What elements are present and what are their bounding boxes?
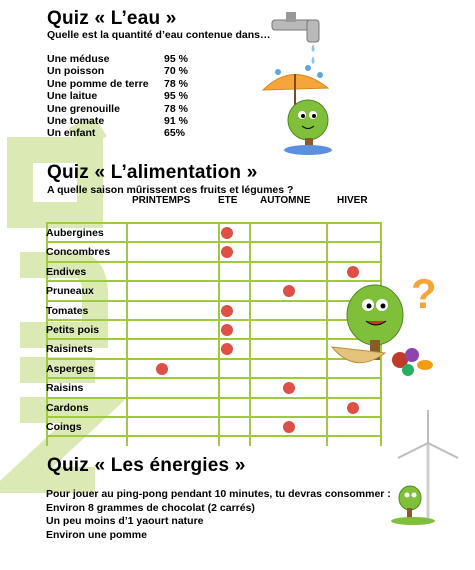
season-answer-dot [283, 382, 295, 395]
faucet-icon [271, 12, 320, 64]
water-item: Une méduse 95 % [47, 53, 204, 65]
season-answer-dot [221, 304, 233, 317]
food-quiz-subtitle: A quelle saison mûrissent ces fruits et … [47, 184, 294, 196]
table-row-label: Raisins [46, 382, 84, 395]
energy-intro: Pour jouer au ping-pong pendant 10 minut… [46, 488, 391, 500]
table-row-label: Concombres [46, 246, 111, 259]
water-item-percent: 78 % [164, 77, 188, 90]
energy-option-2: Un peu moins d’1 yaourt nature [46, 515, 204, 528]
water-item-name: Une méduse [47, 53, 110, 65]
header-hiver: HIVER [337, 195, 368, 206]
tree-basket-mascot [330, 284, 433, 376]
season-answer-dot [221, 343, 233, 356]
water-quiz-subtitle: Quelle est la quantité d’eau contenue da… [47, 29, 271, 41]
water-item: Un poisson 70 % [47, 65, 204, 77]
table-row-divider [46, 338, 381, 341]
table-row-divider [46, 260, 381, 263]
water-item-percent: 95 % [164, 53, 188, 65]
water-item-name: Un enfant [47, 127, 96, 140]
table-row-label: Cardons [46, 401, 89, 414]
table-row-label: Asperges [46, 362, 94, 375]
tree-umbrella-mascot [261, 65, 332, 155]
energy-text: Pour jouer au ping-pong pendant 10 minut… [46, 488, 391, 542]
water-item: Une grenouille 78 % [47, 103, 204, 115]
table-row-label: Pruneaux [46, 285, 94, 298]
table-row-label: Petits pois [46, 324, 100, 336]
table-grid-line [46, 222, 48, 446]
water-item: Une tomate 91 % [47, 115, 204, 127]
table-row-divider [46, 357, 381, 360]
wind-turbine-mascot [391, 410, 459, 525]
table-row-divider [46, 319, 381, 321]
table-grid-line [126, 222, 128, 446]
water-item-percent: 65% [164, 127, 186, 140]
table-row-divider [46, 280, 381, 283]
season-answer-dot [283, 285, 295, 298]
energy-quiz-title: Quiz « Les énergies » [47, 455, 246, 476]
water-item: Un enfant 65% [47, 127, 204, 139]
season-answer-dot [347, 401, 359, 414]
table-row-label: Endives [46, 265, 87, 278]
water-item-name: Un poisson [47, 65, 105, 78]
table-row-divider [46, 241, 381, 244]
season-answer-dot [347, 265, 359, 278]
water-item-name: Une laitue [47, 90, 98, 103]
water-item-name: Une pomme de terre [47, 77, 149, 90]
table-top-border [46, 222, 381, 224]
table-grid-line [249, 222, 251, 446]
food-quiz-title: Quiz « L’alimentation » [47, 162, 258, 183]
table-row-divider [46, 299, 381, 302]
table-row-divider [46, 435, 381, 438]
water-item: Une laitue 95 % [47, 90, 204, 102]
quiz-background-letters [0, 120, 128, 493]
table-grid-line [218, 222, 220, 446]
energy-option-1: Environ 8 grammes de chocolat (2 carrés) [46, 501, 255, 514]
table-row-divider [46, 416, 381, 418]
water-item-percent: 91 % [164, 115, 188, 128]
header-automne: AUTOMNE [260, 195, 311, 206]
water-item-percent: 78 % [164, 102, 188, 115]
water-item: Une pomme de terre 78 % [47, 78, 204, 90]
header-ete: ETE [218, 195, 238, 206]
season-answer-dot [156, 362, 168, 375]
table-row-label: Tomates [46, 304, 89, 317]
season-answer-dot [221, 324, 233, 336]
header-printemps: PRINTEMPS [132, 195, 191, 206]
season-answer-dot [283, 421, 295, 433]
table-row-label: Coings [46, 421, 82, 433]
table-row-divider [46, 377, 381, 380]
season-answer-dot [221, 227, 233, 239]
water-item-percent: 95 % [164, 90, 188, 103]
table-row-divider [46, 396, 381, 399]
water-item-name: Une tomate [47, 115, 105, 128]
water-item-name: Une grenouille [47, 102, 120, 115]
season-answer-dot [221, 246, 233, 259]
water-item-percent: 70 % [164, 65, 188, 78]
question-mark: ? [411, 270, 437, 317]
table-row-label: Raisinets [46, 343, 93, 356]
energy-option-3: Environ une pomme [46, 528, 147, 541]
table-row-label: Aubergines [46, 227, 104, 239]
table-grid-line [326, 222, 328, 446]
water-quiz-title: Quiz « L’eau » [47, 8, 177, 29]
